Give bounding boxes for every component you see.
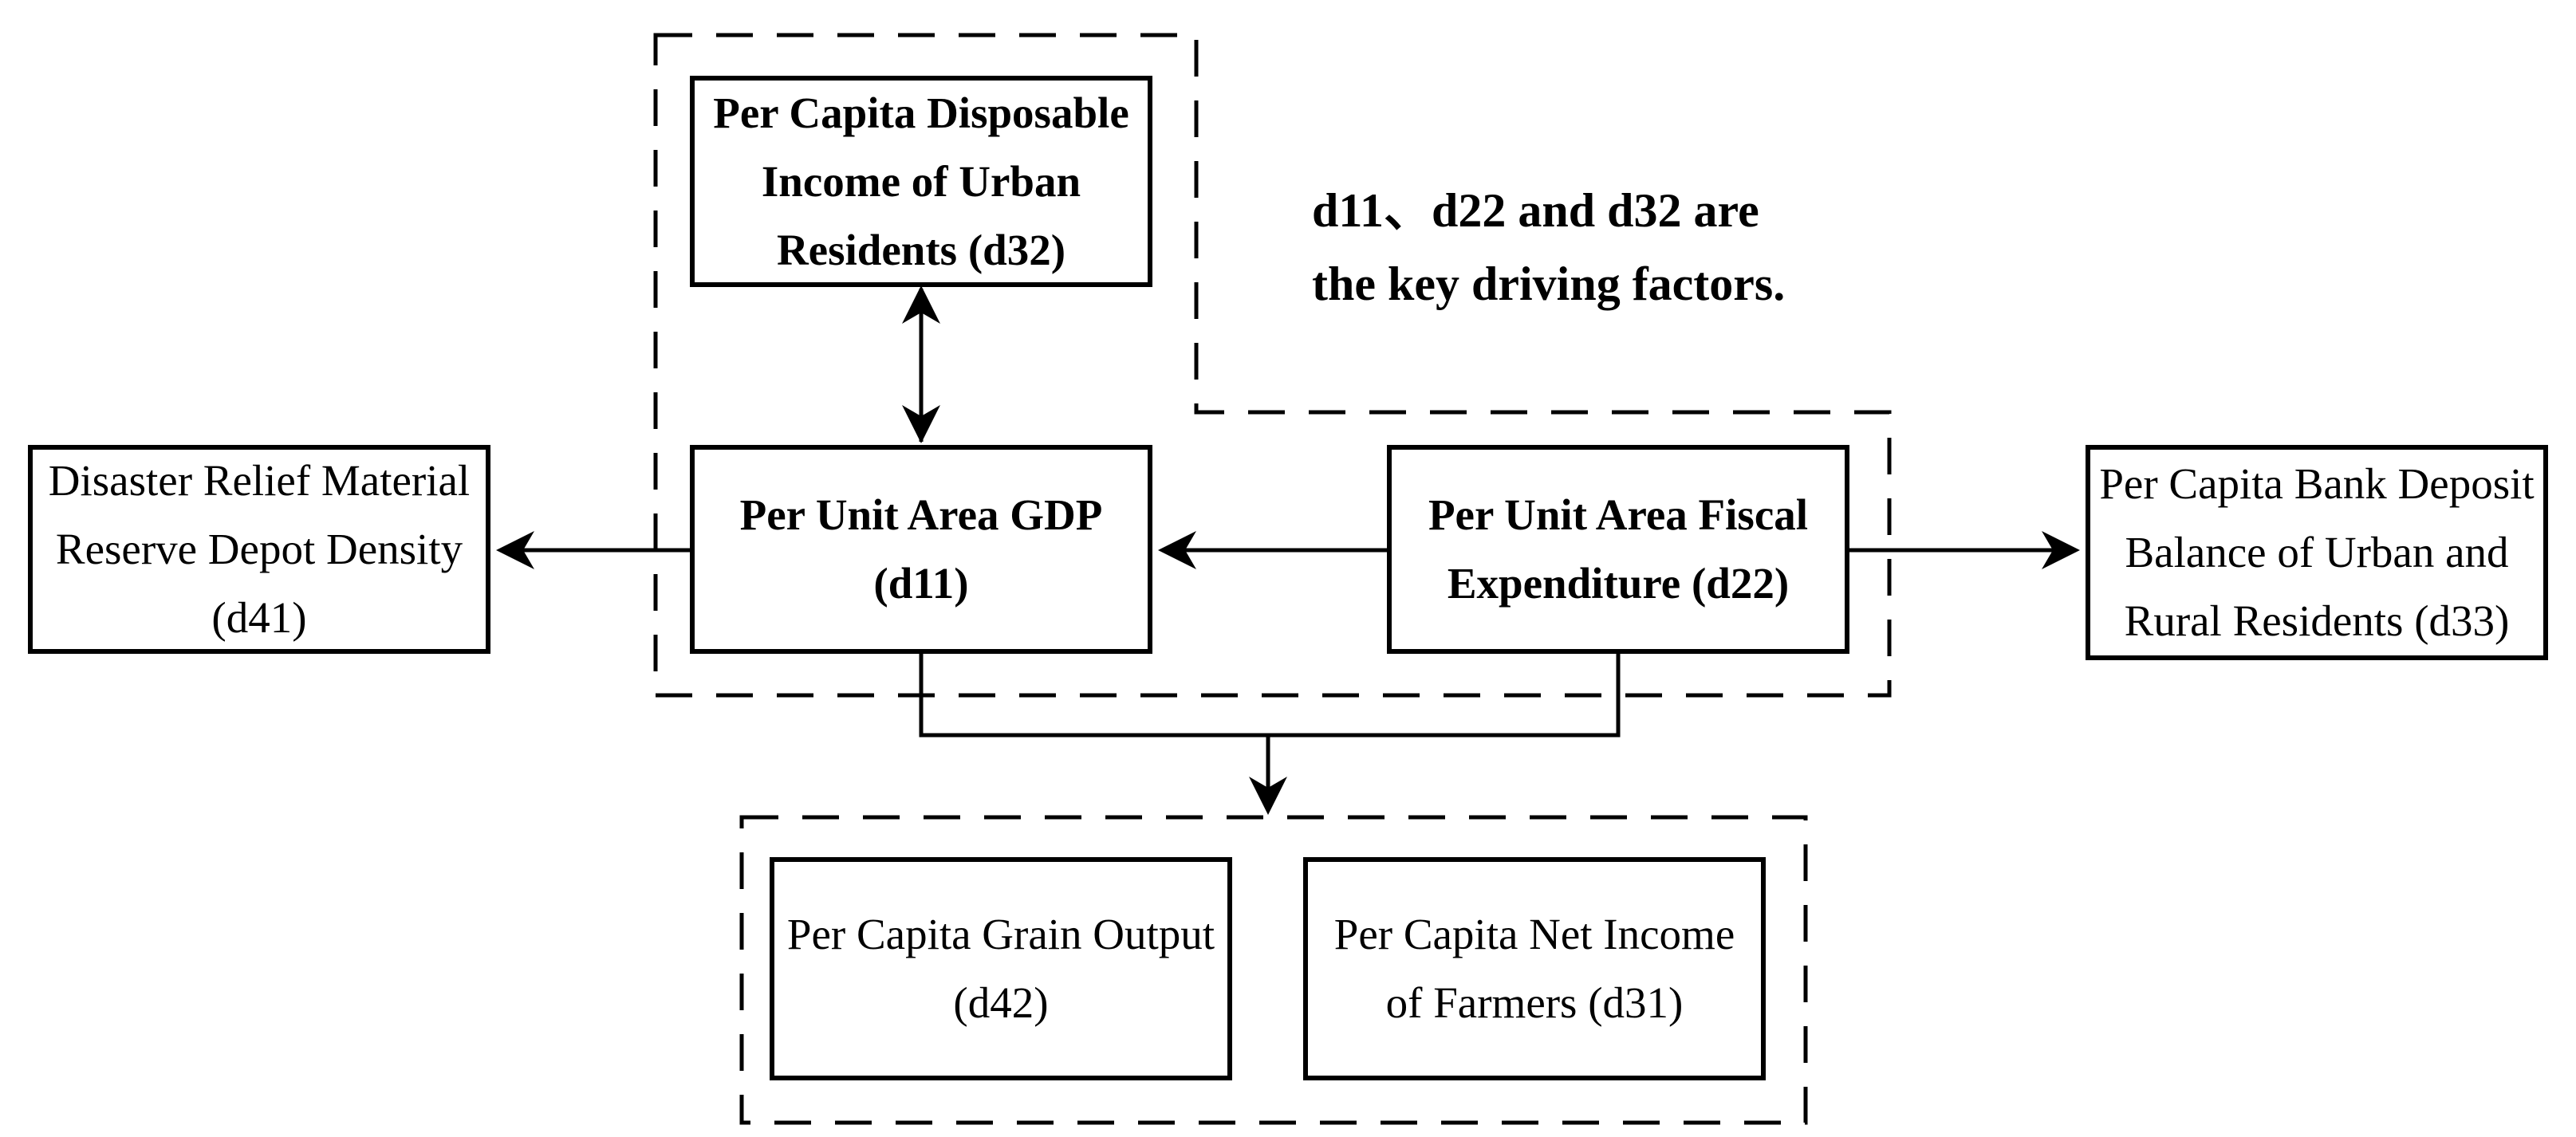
node-label-line: (d41) — [211, 593, 307, 642]
node-d33: Per Capita Bank Deposit Balance of Urban… — [2086, 445, 2548, 660]
node-d11: Per Unit Area GDP (d11) — [690, 445, 1152, 654]
node-label-line: Reserve Depot Density — [55, 525, 463, 573]
bottom-group-outline — [739, 815, 1808, 1125]
node-label-line: Per Capita Net Income — [1333, 910, 1735, 958]
note-line: the key driving factors. — [1312, 258, 1786, 310]
node-d32: Per Capita Disposable Income of Urban Re… — [690, 76, 1152, 287]
node-label-line: Income of Urban — [761, 156, 1081, 206]
edge-d22-d33-arrowhead — [2042, 531, 2080, 569]
node-label-line: Per Capita Disposable — [713, 88, 1129, 137]
node-label-line: Per Unit Area GDP — [739, 490, 1103, 539]
node-d41: Disaster Relief Material Reserve Depot D… — [28, 445, 490, 654]
node-label-line: Per Capita Grain Output — [786, 910, 1215, 958]
node-label-line: Balance of Urban and — [2125, 528, 2509, 576]
node-d31: Per Capita Net Income of Farmers (d31) — [1303, 857, 1766, 1080]
note-line: d11、d22 and d32 are — [1312, 184, 1759, 237]
node-d42: Per Capita Grain Output (d42) — [770, 857, 1232, 1080]
edge-d32-d11-arrowhead-down — [902, 405, 940, 443]
node-label-line: (d11) — [873, 559, 969, 608]
edge-d32-d11-arrowhead-up — [902, 285, 940, 324]
edge-d22-d11-arrowhead — [1158, 531, 1196, 569]
node-label-line: Per Unit Area Fiscal — [1428, 490, 1809, 539]
key-factors-note: d11、d22 and d32 are the key driving fact… — [1312, 174, 1785, 321]
edge-combined-arrowhead — [1249, 777, 1287, 815]
node-label-line: Residents (d32) — [776, 225, 1066, 274]
node-label-line: (d42) — [953, 978, 1049, 1027]
node-d22: Per Unit Area Fiscal Expenditure (d22) — [1387, 445, 1849, 654]
key-driving-factors-group-outline — [653, 33, 1892, 698]
node-label-line: Rural Residents (d33) — [2124, 596, 2510, 645]
node-label-line: of Farmers (d31) — [1385, 978, 1684, 1027]
edge-d11-d41-arrowhead — [496, 531, 534, 569]
node-label-line: Expenditure (d22) — [1447, 559, 1790, 608]
node-label-line: Disaster Relief Material — [48, 456, 471, 505]
node-label-line: Per Capita Bank Deposit — [2099, 459, 2535, 508]
